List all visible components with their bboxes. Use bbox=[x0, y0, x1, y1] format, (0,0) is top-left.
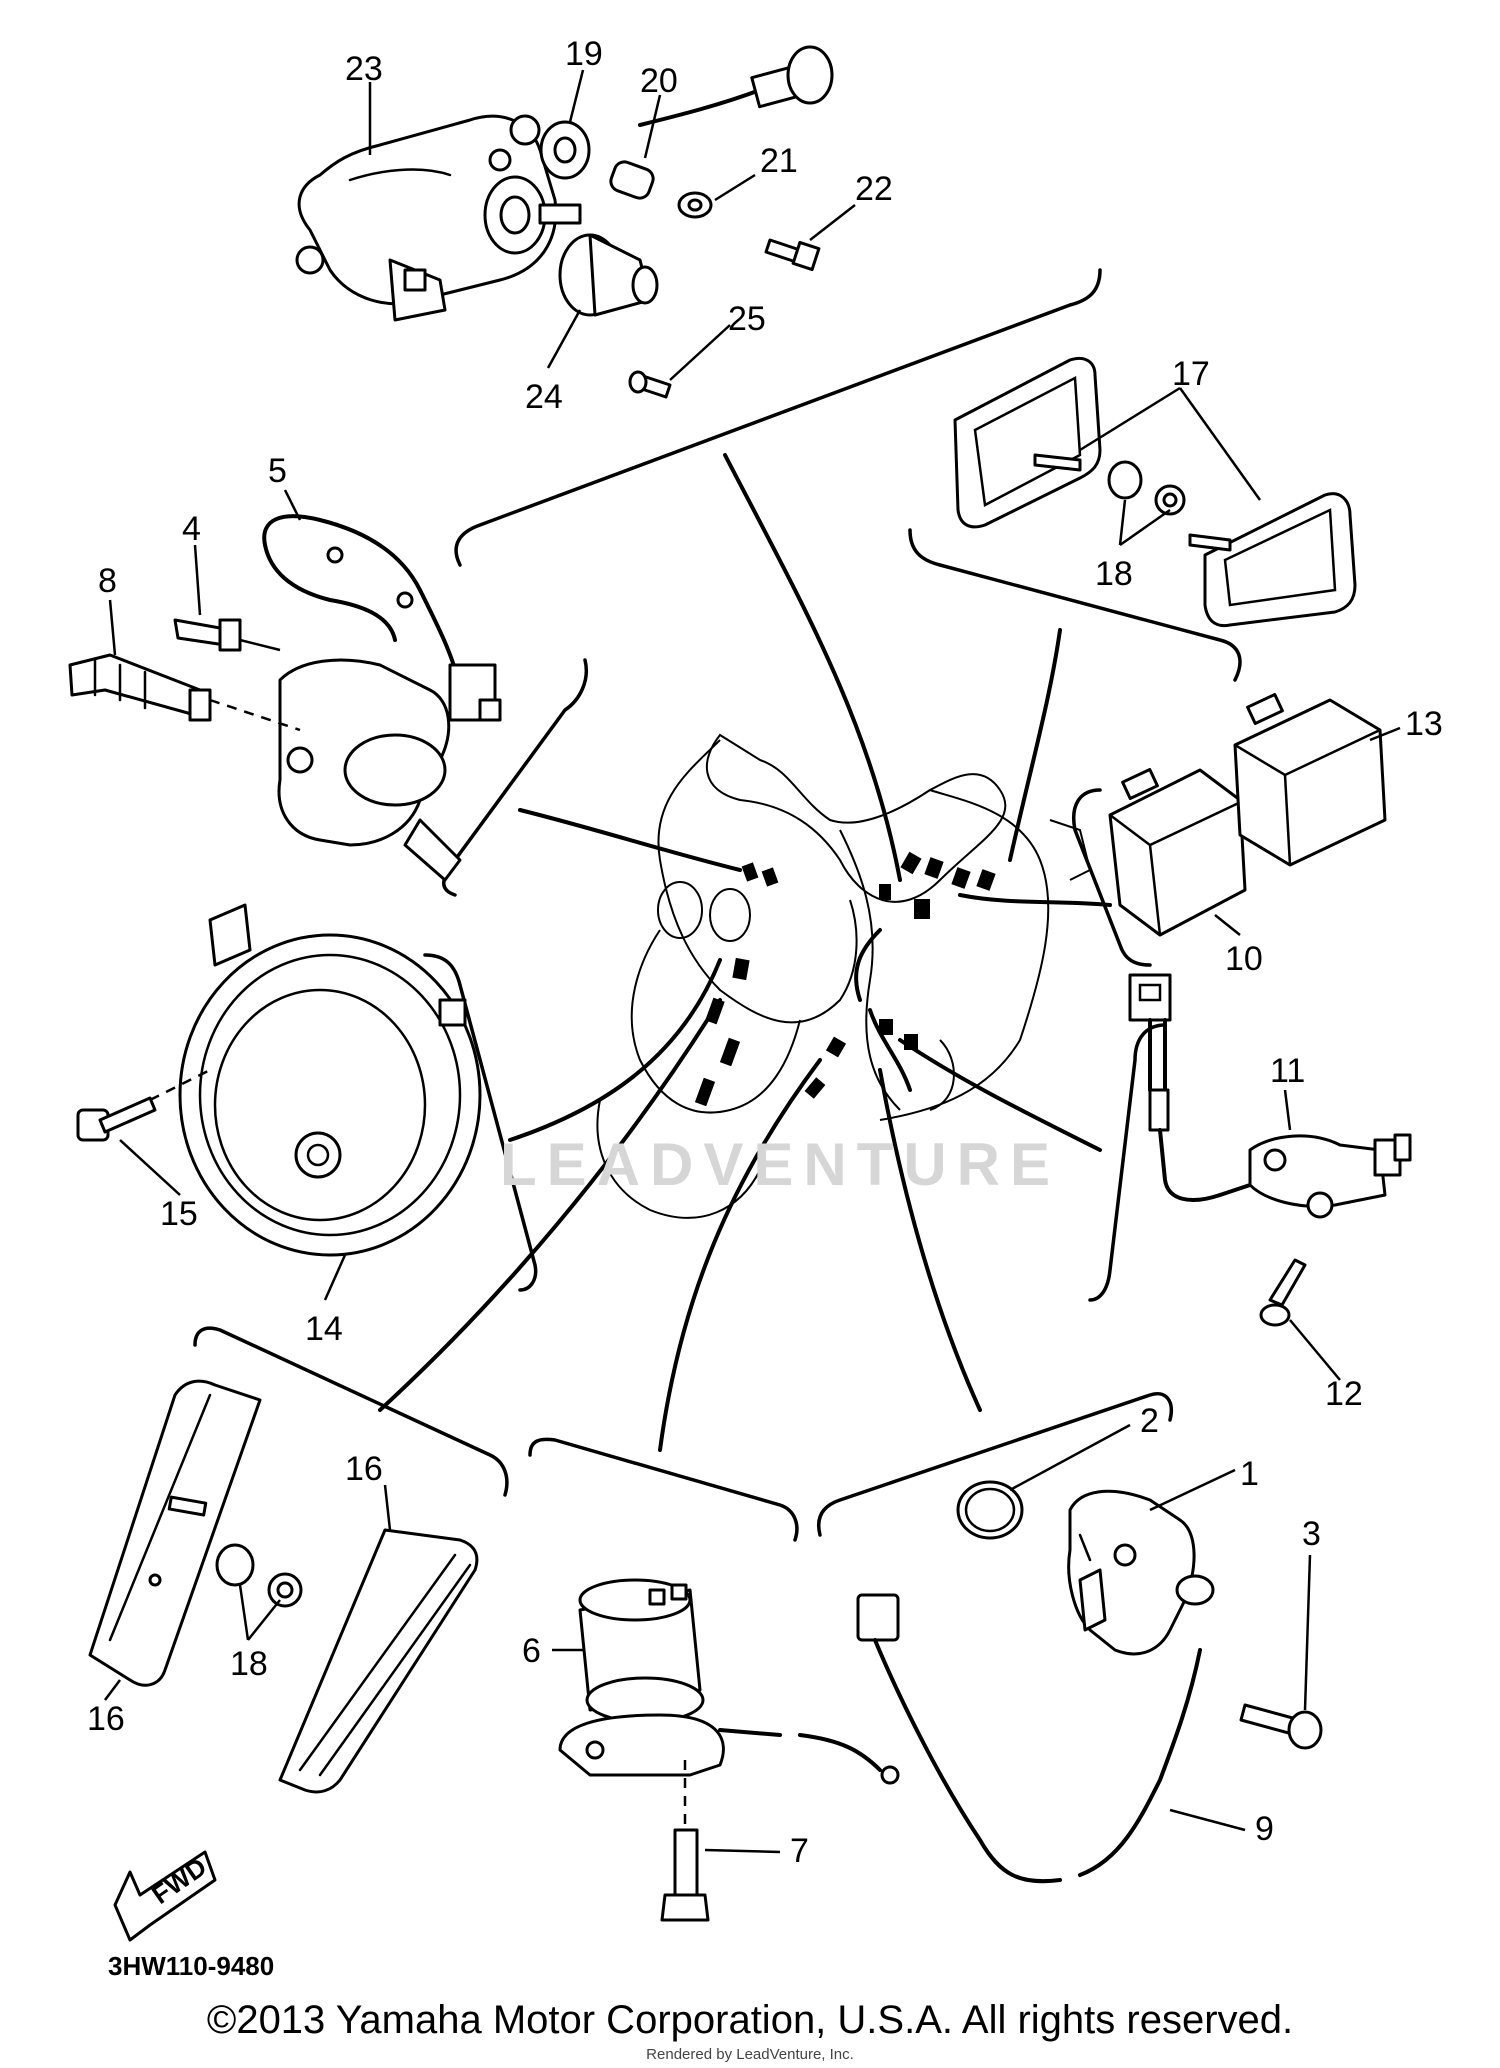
part-6-starter-relay bbox=[558, 1578, 900, 1785]
callout-11: 11 bbox=[1270, 1052, 1305, 1090]
part-15-bolt bbox=[76, 1068, 211, 1142]
callout-18-bottom: 18 bbox=[230, 1645, 268, 1683]
callout-2: 2 bbox=[1140, 1402, 1159, 1440]
part-20-collar bbox=[609, 160, 655, 200]
part-5-lead-wire bbox=[262, 514, 502, 722]
part-12-screw bbox=[1259, 1258, 1307, 1327]
part-16-reflector-left bbox=[88, 1379, 262, 1687]
callout-24: 24 bbox=[525, 378, 563, 416]
watermark: LEADVENTURE bbox=[500, 1131, 1060, 1198]
callout-14: 14 bbox=[305, 1310, 343, 1348]
part-19-grommet bbox=[539, 120, 591, 180]
part-23-servo-motor bbox=[295, 114, 582, 322]
callout-6: 6 bbox=[522, 1632, 541, 1670]
part-13-relay bbox=[1233, 693, 1387, 867]
part-17-reflector-left bbox=[953, 356, 1102, 529]
callout-19: 19 bbox=[565, 35, 603, 73]
callout-5: 5 bbox=[268, 452, 287, 490]
part-25-screw bbox=[628, 370, 672, 399]
callout-3: 3 bbox=[1302, 1515, 1321, 1553]
callout-17: 17 bbox=[1172, 355, 1210, 393]
forward-arrow: FWD bbox=[113, 1850, 217, 1942]
part-18-nuts-bottom bbox=[215, 1543, 303, 1608]
render-credit: Rendered by LeadVenture, Inc. bbox=[646, 2046, 854, 2063]
callout-25: 25 bbox=[728, 300, 766, 338]
callout-9: 9 bbox=[1255, 1810, 1274, 1848]
callout-16-left: 16 bbox=[87, 1700, 125, 1738]
callout-leaders bbox=[104, 69, 1401, 1854]
part-3-bolt bbox=[1239, 1703, 1323, 1750]
part-2-o-ring bbox=[956, 1480, 1024, 1540]
part-17-reflector-right bbox=[1188, 492, 1357, 628]
part-16-reflector-right bbox=[278, 1528, 479, 1794]
callout-20: 20 bbox=[640, 62, 678, 100]
callout-10: 10 bbox=[1225, 940, 1263, 978]
section-brackets bbox=[193, 268, 1242, 1542]
part-9-lead-wire bbox=[856, 1593, 1202, 1884]
part-24-pulley bbox=[558, 233, 659, 317]
part-22-bolt bbox=[764, 238, 821, 272]
callout-labels: 1 2 3 4 5 6 7 8 9 10 11 12 13 14 15 16 1… bbox=[87, 35, 1443, 1870]
callout-21: 21 bbox=[760, 142, 798, 180]
copyright-notice: ©2013 Yamaha Motor Corporation, U.S.A. A… bbox=[206, 1998, 1294, 2042]
callout-16-right: 16 bbox=[345, 1450, 383, 1488]
callout-12: 12 bbox=[1325, 1375, 1363, 1413]
callout-7: 7 bbox=[790, 1832, 809, 1870]
part-7-bolt bbox=[660, 1760, 710, 1922]
part-4-spark-plug bbox=[173, 618, 281, 652]
reference-code: 3HW110-9480 bbox=[108, 1951, 274, 1981]
callout-22: 22 bbox=[855, 170, 893, 208]
part-18-nuts-top bbox=[1107, 460, 1186, 516]
part-1-fuel-sender bbox=[1067, 1489, 1215, 1656]
part-14-horn bbox=[178, 903, 482, 1257]
cdi-pulser-housing bbox=[209, 658, 462, 882]
part-11-neutral-switch bbox=[1128, 973, 1412, 1219]
callout-4: 4 bbox=[182, 510, 201, 548]
wiring-harness bbox=[378, 453, 1112, 1452]
part-21-washer bbox=[677, 191, 713, 219]
callout-15: 15 bbox=[160, 1195, 198, 1233]
frame-outline bbox=[596, 733, 1092, 1219]
callout-8: 8 bbox=[98, 562, 117, 600]
callout-23: 23 bbox=[345, 50, 383, 88]
part-10-relay bbox=[1108, 768, 1247, 937]
callout-13: 13 bbox=[1405, 705, 1443, 743]
callout-18-top: 18 bbox=[1095, 555, 1133, 593]
callout-1: 1 bbox=[1240, 1455, 1259, 1493]
part-8-switch bbox=[68, 653, 212, 722]
